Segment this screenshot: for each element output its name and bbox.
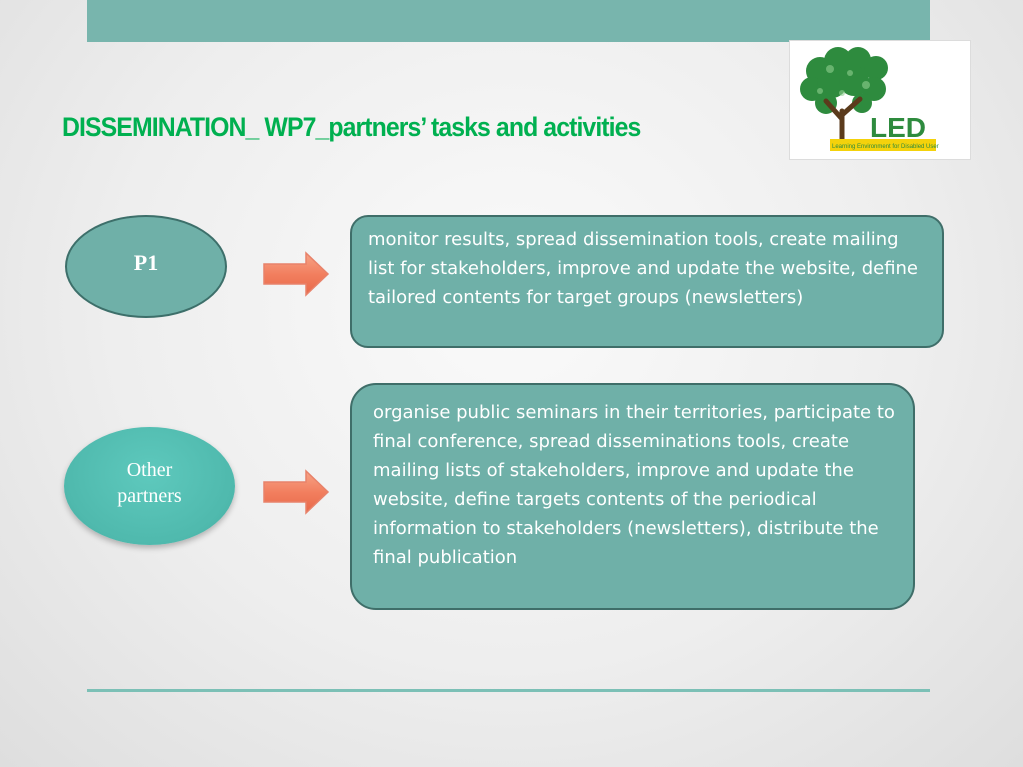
logo: LED Learning Environment for Disabled Us… <box>789 40 971 160</box>
page-title: DISSEMINATION_ WP7_partners’ tasks and a… <box>62 112 641 142</box>
bottom-divider <box>87 689 930 692</box>
arrow-right-icon <box>263 251 330 297</box>
description-other-partners: organise public seminars in their territ… <box>373 402 895 568</box>
description-box-p1: monitor results, spread dissemination to… <box>350 215 944 348</box>
description-box-other-partners: organise public seminars in their territ… <box>350 383 915 610</box>
logo-subtitle: Learning Environment for Disabled User <box>832 144 939 150</box>
description-p1: monitor results, spread dissemination to… <box>368 229 919 308</box>
logo-text: LED <box>870 112 926 143</box>
arrow-right-icon <box>263 469 330 515</box>
node-other-partners-label: Other partners <box>117 459 182 507</box>
tree-icon: LED Learning Environment for Disabled Us… <box>800 47 939 151</box>
node-other-partners: Other partners <box>64 427 235 545</box>
node-p1-label: P1 <box>133 249 159 275</box>
top-accent-bar <box>87 0 930 42</box>
node-p1: P1 <box>65 215 227 318</box>
